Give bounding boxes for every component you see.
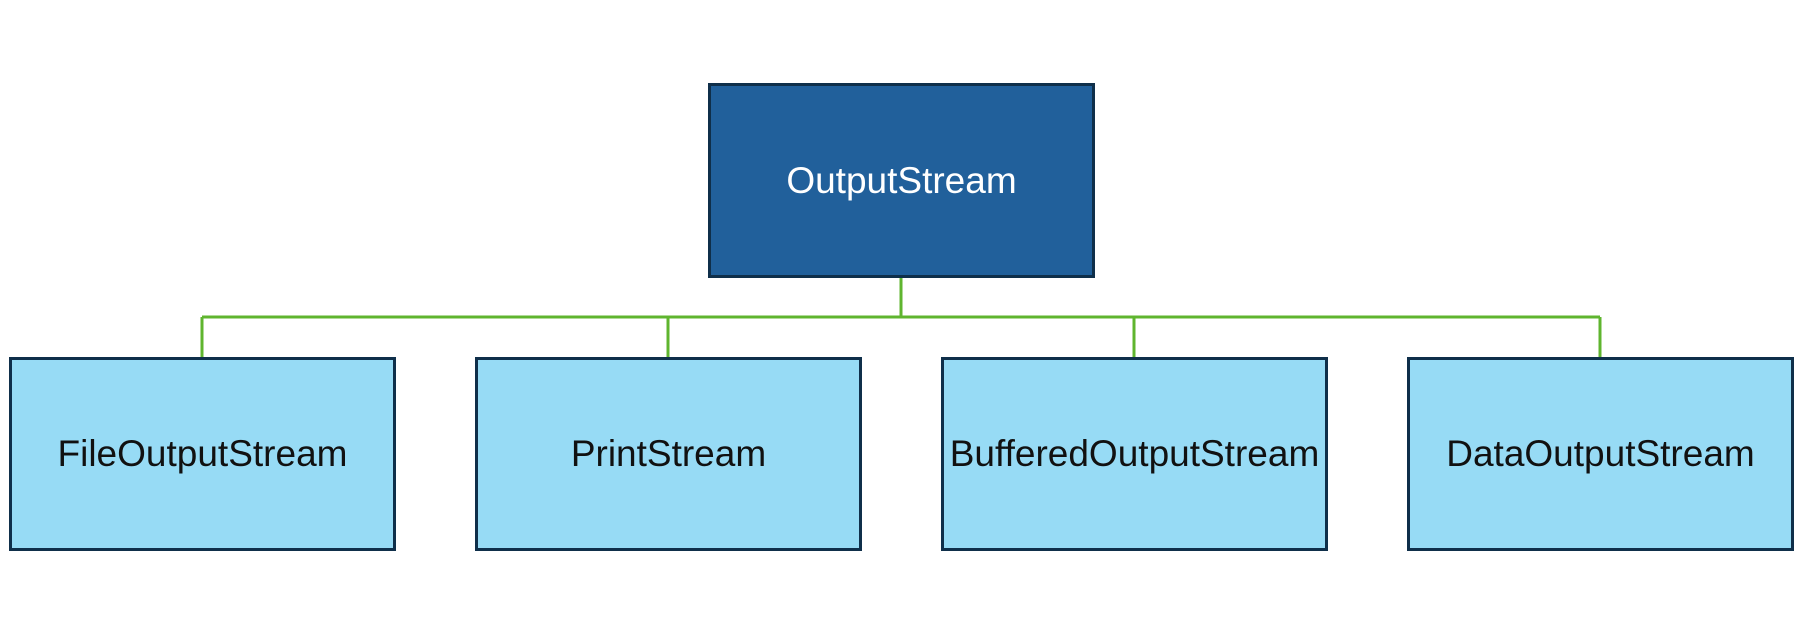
child-node-dataoutputstream: DataOutputStream (1407, 357, 1794, 551)
root-node-outputstream: OutputStream (708, 83, 1095, 278)
child-node-label: BufferedOutputStream (949, 433, 1320, 474)
child-node-label: FileOutputStream (57, 433, 348, 474)
child-node-bufferedoutputstream: BufferedOutputStream (941, 357, 1328, 551)
child-node-label: DataOutputStream (1446, 433, 1755, 474)
root-node-label: OutputStream (786, 159, 1017, 201)
child-node-fileoutputstream: FileOutputStream (9, 357, 396, 551)
child-node-printstream: PrintStream (475, 357, 862, 551)
child-node-label: PrintStream (570, 433, 767, 474)
